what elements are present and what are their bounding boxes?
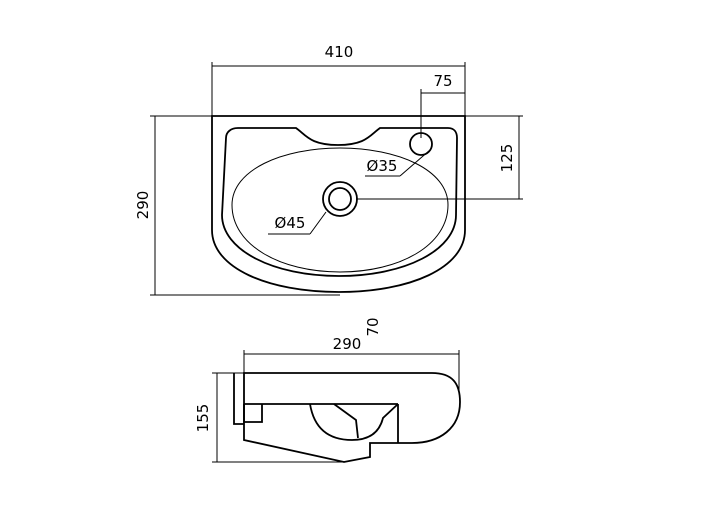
side-dimension-depth: 290 [243, 335, 460, 395]
dimension-depth: 290 [134, 115, 340, 296]
tap-hole: Ø35 [365, 132, 433, 177]
width-label: 410 [325, 43, 354, 61]
side-view: 290 70 155 [194, 317, 461, 463]
side-dimension-height: 155 [194, 372, 345, 463]
side-depth-label: 290 [333, 335, 362, 353]
dimension-width: 410 [211, 43, 466, 116]
top-view: 410 75 125 290 [134, 43, 523, 296]
drain-hole: Ø45 [268, 181, 358, 235]
tap-offset-label: 75 [433, 72, 452, 90]
side-height-label: 155 [194, 404, 212, 433]
tap-depth-label: 125 [498, 144, 516, 173]
dimension-tap-depth: 125 [356, 115, 523, 200]
back-edge [243, 404, 263, 423]
overflow-label: 70 [364, 317, 382, 336]
bowl-section [309, 403, 399, 441]
basin-inner-rim [221, 127, 458, 277]
tap-hole-label: Ø35 [367, 157, 398, 175]
siphon-outlet [333, 403, 359, 439]
dimension-tap-offset: 75 [420, 72, 466, 138]
basin-outer-outline [211, 115, 466, 293]
bowl-inner [231, 147, 449, 273]
drain-label: Ø45 [275, 214, 306, 232]
wall-bracket [233, 373, 244, 425]
depth-label: 290 [134, 191, 152, 220]
